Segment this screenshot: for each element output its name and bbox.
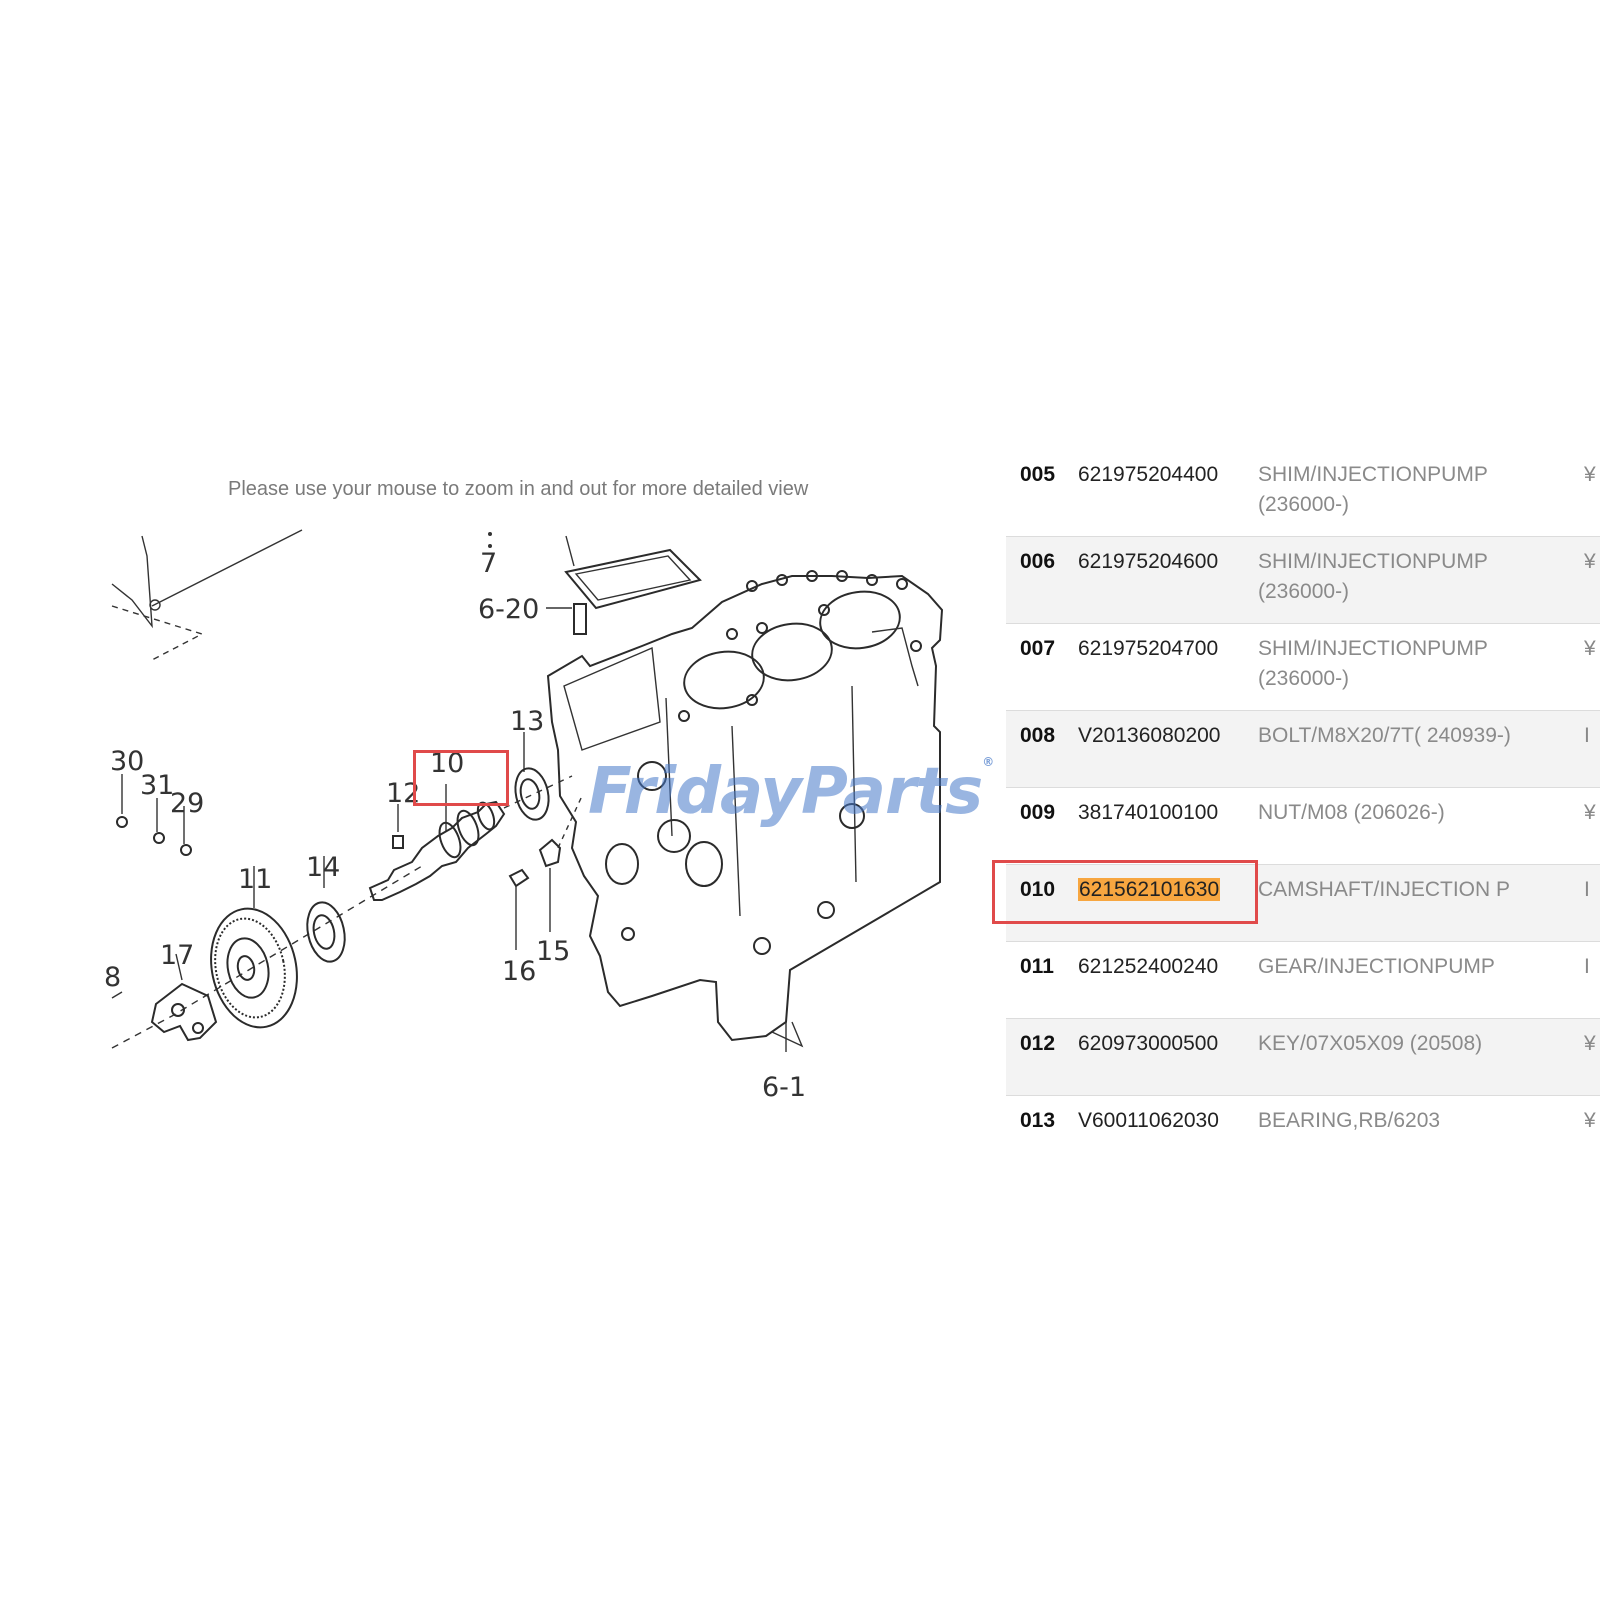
part-number[interactable]: 621562101630 <box>1078 875 1221 905</box>
part-index: 010 <box>1020 878 1056 901</box>
part-number-highlight: 621562101630 <box>1078 878 1221 901</box>
callout-7: 7 <box>480 548 497 579</box>
part-extra-column: ¥ <box>1584 637 1596 660</box>
part-extra-column: ¥ <box>1584 550 1596 573</box>
exploded-parts-diagram[interactable]: 30 31 29 11 14 17 8 10 12 13 7 6-20 16 1… <box>104 529 970 1122</box>
part-row-008[interactable]: 008 V20136080200 BOLT/M8X20/7T( 240939-)… <box>1006 711 1600 788</box>
part-row-005[interactable]: 005 621975204400 SHIM/INJECTIONPUMP(2360… <box>1006 450 1600 537</box>
part-number[interactable]: 621252400240 <box>1078 955 1219 978</box>
zoom-hint: Please use your mouse to zoom in and out… <box>228 478 809 500</box>
callout-17: 17 <box>160 940 194 971</box>
part-row-highlight-box <box>992 860 1258 924</box>
part-description: SHIM/INJECTIONPUMP(236000-) <box>1258 637 1488 690</box>
part-index: 006 <box>1020 550 1056 573</box>
part-description: CAMSHAFT/INJECTION P <box>1258 878 1511 901</box>
part-number[interactable]: 381740100100 <box>1078 801 1219 824</box>
part-index: 005 <box>1020 463 1056 486</box>
part-description: SHIM/INJECTIONPUMP(236000-) <box>1258 550 1488 603</box>
part-description: BEARING,RB/6203 <box>1258 1109 1441 1132</box>
part-index: 008 <box>1020 724 1056 747</box>
part-number[interactable]: 620973000500 <box>1078 1032 1219 1055</box>
callout-30: 30 <box>110 746 144 777</box>
callout-29: 29 <box>170 788 204 819</box>
part-row-011[interactable]: 011 621252400240 GEAR/INJECTIONPUMP I <box>1006 942 1600 1019</box>
part-description: NUT/M08 (206026-) <box>1258 801 1445 824</box>
part-index: 012 <box>1020 1032 1056 1055</box>
part-description: SHIM/INJECTIONPUMP(236000-) <box>1258 463 1488 516</box>
part-extra-column: I <box>1584 724 1590 747</box>
part-number[interactable]: 621975204600 <box>1078 550 1219 573</box>
callout-11: 11 <box>238 864 272 895</box>
part-row-012[interactable]: 012 620973000500 KEY/07X05X09 (20508) ¥ <box>1006 1019 1600 1096</box>
part-number[interactable]: 621975204400 <box>1078 463 1219 486</box>
callout-13: 13 <box>510 706 544 737</box>
part-index: 011 <box>1020 955 1054 978</box>
part-description: BOLT/M8X20/7T( 240939-) <box>1258 724 1511 747</box>
callout-10: 10 <box>430 748 464 779</box>
part-row-006[interactable]: 006 621975204600 SHIM/INJECTIONPUMP(2360… <box>1006 537 1600 624</box>
part-index: 007 <box>1020 637 1056 660</box>
part-extra-column: ¥ <box>1584 1032 1596 1055</box>
part-number[interactable]: V20136080200 <box>1078 724 1221 747</box>
part-extra-column: I <box>1584 955 1590 978</box>
part-row-007[interactable]: 007 621975204700 SHIM/INJECTIONPUMP(2360… <box>1006 624 1600 711</box>
part-row-013[interactable]: 013 V60011062030 BEARING,RB/6203 ¥ <box>1006 1096 1600 1172</box>
part-extra-column: ¥ <box>1584 463 1596 486</box>
part-index: 013 <box>1020 1109 1056 1132</box>
part-number[interactable]: V60011062030 <box>1078 1109 1219 1132</box>
fridayparts-watermark: FridayParts® <box>588 755 994 829</box>
callout-14: 14 <box>306 852 340 883</box>
diagram-highlight-box <box>413 750 509 806</box>
callout-16: 16 <box>502 956 536 987</box>
callout-6-20: 6-20 <box>478 594 539 625</box>
callout-15: 15 <box>536 936 570 967</box>
part-extra-column: I <box>1584 878 1590 901</box>
part-row-009[interactable]: 009 381740100100 NUT/M08 (206026-) ¥ <box>1006 788 1600 865</box>
parts-list: 005 621975204400 SHIM/INJECTIONPUMP(2360… <box>1006 450 1600 1172</box>
part-row-010[interactable]: 010 621562101630 CAMSHAFT/INJECTION P I <box>1006 865 1600 942</box>
part-extra-column: ¥ <box>1584 1109 1596 1132</box>
part-description: KEY/07X05X09 (20508) <box>1258 1032 1483 1055</box>
part-index: 009 <box>1020 801 1056 824</box>
part-number[interactable]: 621975204700 <box>1078 637 1219 660</box>
callout-6-1: 6-1 <box>762 1072 806 1103</box>
callout-8: 8 <box>104 962 121 993</box>
part-extra-column: ¥ <box>1584 801 1596 824</box>
part-description: GEAR/INJECTIONPUMP <box>1258 955 1495 978</box>
callout-31: 31 <box>140 770 174 801</box>
